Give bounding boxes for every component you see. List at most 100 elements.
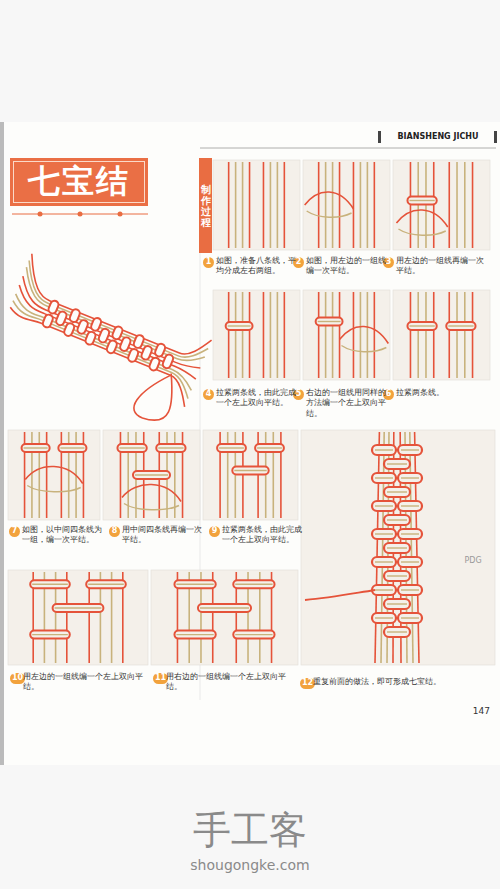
knot-core — [235, 634, 272, 635]
flat-knot — [372, 613, 396, 623]
working-cord — [396, 210, 447, 227]
knot-core — [55, 607, 102, 608]
header-bar — [494, 131, 497, 143]
flat-knot — [86, 580, 126, 588]
step-caption: 用左边的一组线再编一次平结。 — [396, 256, 491, 277]
step-number: 12 — [300, 678, 315, 689]
knot-core — [401, 533, 419, 534]
step-digit: 8 — [112, 527, 118, 535]
photo-cell — [393, 290, 490, 380]
knot-core — [60, 447, 84, 448]
photo-cell — [301, 430, 495, 665]
cord — [472, 162, 474, 248]
cord — [263, 162, 265, 248]
cord — [464, 162, 466, 248]
knot-core — [375, 505, 393, 506]
flat-knot — [398, 473, 422, 483]
photo-cell — [8, 570, 148, 665]
cord — [375, 432, 379, 663]
cord — [235, 292, 237, 378]
step-caption: 如图，准备八条线，平均分成左右两组。 — [216, 256, 302, 277]
knot-core — [32, 634, 68, 635]
flat-knot — [384, 599, 410, 609]
step-number: 11 — [153, 673, 168, 684]
cord — [374, 292, 376, 378]
knot-core — [375, 477, 393, 478]
flat-knot — [198, 604, 251, 612]
cord — [318, 292, 320, 378]
knot-core — [158, 447, 183, 448]
knot-core — [401, 561, 419, 562]
knot-core — [387, 575, 407, 576]
step-caption: 用右边的一组线编一个左上双向平结。 — [166, 672, 296, 693]
cord-loop — [131, 365, 182, 426]
cord — [325, 162, 327, 248]
step-number: 1 — [203, 257, 214, 268]
photo-cell — [151, 570, 298, 665]
step-caption: 如图，以中间四条线为一组，编一次平结。 — [22, 525, 106, 546]
cord — [367, 162, 369, 248]
step-caption: 如图，用左边的一组线编一次平结。 — [306, 256, 392, 277]
flat-knot — [232, 467, 268, 475]
knot-core — [387, 463, 407, 464]
step-digit: 1 — [206, 258, 212, 266]
step-caption: 拉紧两条线，由此完成一个左上双向平结。 — [222, 525, 302, 546]
step-number: 8 — [109, 526, 120, 537]
photo-cell — [303, 160, 390, 250]
cord — [367, 292, 369, 378]
flat-knot — [407, 322, 436, 330]
cord — [325, 292, 327, 378]
running-header: BIANSHENG JICHU — [384, 132, 492, 142]
cord — [417, 292, 419, 378]
flat-knot — [384, 627, 410, 637]
knot-core — [228, 325, 251, 326]
title-ornament — [38, 212, 43, 217]
knot-core — [200, 607, 249, 608]
flat-knot — [372, 473, 396, 483]
photo-cell — [8, 430, 100, 520]
step-digit: 12 — [302, 679, 313, 687]
knot-core — [387, 491, 407, 492]
flat-knot — [446, 322, 475, 330]
flat-knot — [372, 501, 396, 511]
flat-knot — [106, 339, 118, 354]
cord — [242, 162, 244, 248]
knot-core — [401, 505, 419, 506]
flat-knot — [316, 318, 343, 326]
knot-core — [401, 589, 419, 590]
cord — [3, 301, 197, 399]
cord — [235, 162, 237, 248]
flat-knot — [42, 313, 54, 328]
step-digit: 9 — [212, 527, 218, 535]
cord — [284, 292, 286, 378]
step-digit: 2 — [296, 258, 302, 266]
header-bar — [378, 131, 381, 143]
flat-knot — [174, 580, 215, 588]
cord — [14, 276, 207, 372]
flat-knot — [76, 319, 89, 335]
cord — [242, 292, 244, 378]
knot-core — [119, 447, 144, 448]
knot-core — [24, 447, 48, 448]
cord — [11, 285, 203, 379]
cord — [339, 292, 341, 378]
side-band: 制作过程 — [199, 158, 212, 253]
knot-core — [387, 603, 407, 604]
header-rule — [200, 148, 496, 149]
cord — [228, 162, 230, 248]
photo-cell — [303, 290, 390, 380]
working-cord — [27, 486, 80, 492]
cord — [433, 292, 435, 378]
cord — [472, 292, 474, 378]
flat-knot — [384, 571, 410, 581]
cord — [374, 162, 376, 248]
flat-knot — [127, 348, 139, 363]
knot-core — [375, 589, 393, 590]
cord — [263, 292, 265, 378]
flat-knot — [58, 444, 86, 452]
flat-knot — [90, 317, 102, 332]
flat-knot — [140, 345, 153, 361]
flat-knot — [133, 471, 170, 479]
cord — [277, 162, 279, 248]
knot-core — [387, 631, 407, 632]
